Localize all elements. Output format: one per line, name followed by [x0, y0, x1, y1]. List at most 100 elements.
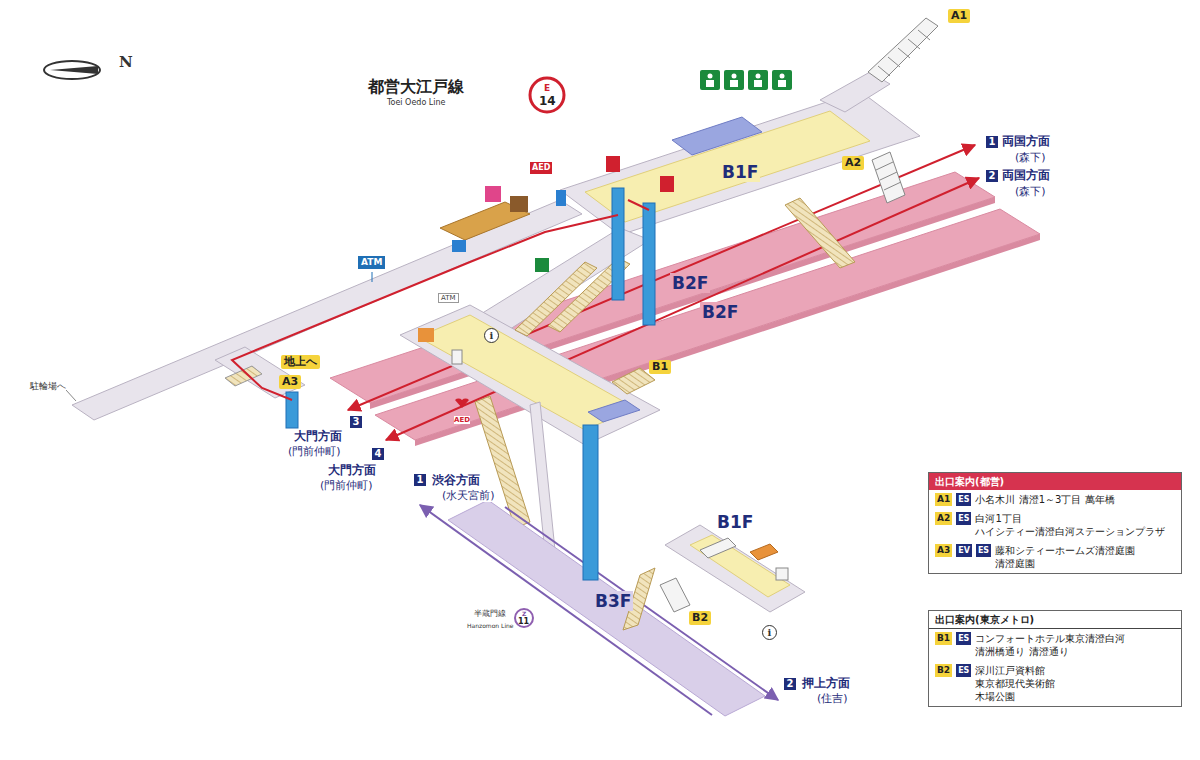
station-number: 11 [518, 617, 529, 627]
track-line [348, 145, 975, 410]
exit-destinations: 深川江戸資料館 東京都現代美術館 木場公園 [975, 664, 1055, 703]
icon-glyph [706, 80, 714, 87]
station-mark [530, 78, 564, 112]
exit-guide-header: 出口案内(東京メトロ) [929, 611, 1181, 629]
accessible-route [628, 200, 649, 210]
facility-badge: ES [976, 544, 991, 557]
exit-badge: B2 [935, 664, 952, 677]
exit-tag: A3 [282, 375, 298, 389]
station-number: 14 [539, 94, 556, 108]
atm-sign: ATM [358, 256, 385, 269]
facility-badge: ES [956, 632, 971, 645]
exit-tag: A1 [951, 9, 967, 23]
compass-needle [50, 66, 98, 74]
info-sign: i [484, 328, 499, 343]
floor-label: B2F [670, 273, 710, 293]
exit-tag: B2 [692, 611, 708, 625]
exit-tag-box: A2 [842, 156, 864, 170]
toilet-icon [700, 70, 720, 90]
facility-badge: EV [956, 544, 972, 557]
track-number: 4 [372, 448, 384, 460]
track-number: 2 [784, 678, 796, 690]
concourse-floor [690, 535, 790, 597]
leader-line [66, 390, 76, 401]
exit-guide-row: A3 EV ES 藤和シティーホームズ清澄庭園 清澄庭園 [929, 541, 1181, 573]
accessible-icon [724, 70, 744, 90]
direction-sub: (森下) [1015, 185, 1046, 198]
icon-glyph [756, 74, 761, 79]
platform-edge [370, 197, 995, 409]
ostomate-icon [772, 70, 792, 90]
compass-letter: N [119, 53, 133, 71]
facility-icon [452, 350, 462, 364]
exit-destinations: 藤和シティーホームズ清澄庭園 清澄庭園 [995, 544, 1135, 570]
stair-steps [876, 162, 901, 190]
concourse-floor [585, 111, 870, 222]
exit-badge: A2 [935, 512, 952, 525]
ticket-machine-icon [535, 258, 549, 272]
track-number: 2 [986, 170, 998, 182]
exit-badge: B1 [935, 632, 952, 645]
direction-sub: (水天宮前) [442, 489, 495, 502]
icon-glyph [730, 80, 738, 87]
exit-guide-row: A2 ES 白河1丁目 ハイシティー清澄白河ステーションプラザ [929, 509, 1181, 541]
exit-tag: 地上へ [284, 355, 317, 369]
leader-line [372, 272, 373, 282]
floor-label: B1F [715, 512, 755, 532]
exit-tag-box: A3 [279, 375, 301, 389]
direction-label: 両国方面 [1002, 134, 1050, 148]
stair-steps [878, 30, 930, 76]
facility-icon [452, 240, 466, 252]
exit-tag: A2 [845, 156, 861, 170]
station-mark [515, 609, 533, 627]
station-code: Z [522, 610, 526, 617]
note-label: 駐輪場へ [30, 381, 66, 392]
accessible-route [232, 215, 618, 400]
line-name: 半蔵門線 [474, 609, 506, 619]
elevator-shaft [643, 203, 655, 325]
phone-icon [556, 190, 566, 206]
info-sign: i [762, 625, 777, 640]
icon-glyph [732, 74, 737, 79]
exit-tag-box: 地上へ [281, 355, 320, 369]
facility-badge: ES [956, 493, 971, 506]
toilet-block [672, 117, 762, 155]
line-name-latin: Toei Oedo Line [387, 98, 446, 108]
direction-sub: (門前仲町) [288, 445, 341, 458]
stairs [872, 152, 905, 203]
track-number: 1 [414, 474, 426, 486]
line-name: 都営大江戸線 [368, 77, 464, 96]
platform-band [448, 500, 765, 716]
aed-sign: AED [530, 162, 552, 174]
exit-destinations: 白河1丁目 ハイシティー清澄白河ステーションプラザ [975, 512, 1165, 538]
floor-label: B2F [700, 302, 740, 322]
facility-badge: ES [956, 664, 971, 677]
escalator [785, 198, 855, 268]
direction-label: 渋谷方面 [432, 473, 480, 487]
direction-sub: (門前仲町) [320, 479, 373, 492]
ticket-gate [700, 538, 736, 558]
icon-glyph [708, 74, 713, 79]
facility-icon [776, 568, 788, 580]
direction-label: 両国方面 [1002, 168, 1050, 182]
ticket-office [418, 328, 434, 342]
exit-guide-panel: 出口案内(東京メトロ)B1ESコンフォートホテル東京清澄白河 清洲橋通り 清澄通… [928, 610, 1182, 707]
facility-icon [660, 176, 674, 192]
exit-badge: A3 [935, 544, 952, 557]
line-name-latin: Hanzomon Line [467, 622, 514, 629]
facility-badge: ES [956, 512, 971, 525]
aed-sign: AED [454, 416, 470, 424]
exit-destinations: コンフォートホテル東京清澄白河 清洲橋通り 清澄通り [975, 632, 1125, 658]
facility-icon [606, 156, 620, 172]
direction-label: 大門方面 [294, 429, 342, 443]
floor-label: B3F [593, 591, 633, 611]
elevator-shaft [583, 425, 598, 580]
direction-label: 押上方面 [802, 676, 850, 690]
icon-glyph [780, 74, 785, 79]
facility-icon [485, 186, 501, 202]
direction-sub: (森下) [1015, 151, 1046, 164]
track-number: 3 [350, 416, 362, 428]
elevator-shaft [612, 188, 624, 300]
atm-sign: ATM [438, 293, 459, 303]
exit-tag-box: B1 [649, 360, 671, 374]
